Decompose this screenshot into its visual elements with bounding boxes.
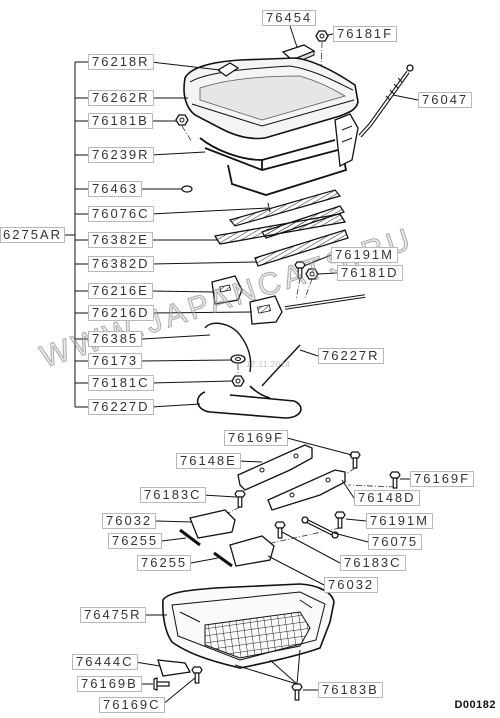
part-76463-grommet: [181, 185, 193, 193]
callout-76216e[interactable]: 76216E: [88, 283, 153, 299]
part-76191m-bolt-lower: [334, 511, 346, 529]
callout-76255-upper[interactable]: 76255: [108, 533, 163, 549]
part-76169b-bolt: [153, 677, 170, 691]
part-76227r-cable: [261, 294, 366, 387]
callout-76181b[interactable]: 76181B: [88, 113, 153, 129]
part-76169f-bolt-right: [389, 471, 401, 489]
callout-76262r[interactable]: 76262R: [88, 90, 154, 106]
callout-76475r[interactable]: 76475R: [80, 607, 146, 623]
callout-76032-upper[interactable]: 76032: [102, 513, 157, 529]
part-76148d-bracket: [267, 469, 346, 511]
group-bracket: [62, 61, 88, 408]
part-76262r-seat-cushion: [183, 57, 359, 140]
callout-76181c[interactable]: 76181C: [88, 375, 154, 391]
callout-76382e[interactable]: 76382E: [88, 232, 153, 248]
callout-76169b[interactable]: 76169B: [77, 676, 142, 692]
part-76181c-nut: [231, 375, 245, 387]
callout-76191m-upper[interactable]: 76191M: [331, 247, 398, 263]
callout-76239r[interactable]: 76239R: [88, 147, 154, 163]
date-stamp: 17.11.2014: [246, 360, 291, 369]
part-76181f-nut: [315, 30, 329, 42]
part-76032-plate-upper: [189, 509, 236, 539]
part-76382d-rail: [254, 229, 349, 267]
part-76444c-bracket: [157, 659, 192, 677]
part-76181d-nut: [305, 268, 319, 280]
part-76475r-tray: [162, 583, 335, 669]
part-76382e-rail: [213, 213, 347, 245]
callout-76183b[interactable]: 76183B: [318, 682, 383, 698]
callout-76148d[interactable]: 76148D: [354, 490, 420, 506]
callout-76032-lower[interactable]: 76032: [324, 577, 379, 593]
callout-76169f-right[interactable]: 76169F: [410, 471, 475, 487]
callout-76216d[interactable]: 76216D: [88, 305, 154, 321]
part-76227d-cable: [196, 385, 302, 419]
diagram-code: D00182: [454, 699, 496, 711]
part-76191m-bolt-upper: [294, 261, 306, 279]
part-76032-plate-lower: [229, 535, 275, 567]
part-76385-cable: [204, 322, 252, 373]
group-label-6275ar[interactable]: 6275AR: [0, 227, 65, 243]
callout-76173[interactable]: 76173: [88, 353, 143, 369]
callout-76227d[interactable]: 76227D: [88, 399, 154, 415]
part-76183b-bolt: [291, 683, 303, 701]
part-76183c-bolt-lower: [274, 521, 286, 539]
part-76216d-bracket: [249, 295, 283, 325]
callout-76385[interactable]: 76385: [88, 331, 143, 347]
tray-fastener-lines: [234, 649, 301, 685]
part-76173-washer: [230, 354, 246, 364]
part-76148e-bracket: [237, 444, 313, 491]
callout-76255-lower[interactable]: 76255: [137, 555, 192, 571]
part-76255-pin-upper: [179, 528, 201, 547]
part-76047-rod: [358, 64, 414, 138]
callout-76218r[interactable]: 76218R: [88, 54, 154, 70]
callout-76076c[interactable]: 76076C: [88, 206, 154, 222]
callout-76181f[interactable]: 76181F: [333, 26, 398, 42]
callout-76148e[interactable]: 76148E: [176, 453, 241, 469]
part-76239r-seat-frame: [199, 113, 359, 196]
callout-76227r[interactable]: 76227R: [318, 348, 384, 364]
callout-76444c[interactable]: 76444C: [72, 654, 138, 670]
part-76216e-bracket: [211, 275, 243, 305]
part-76181b-nut: [175, 114, 189, 126]
part-76255-pin-lower: [213, 551, 233, 568]
leader-lines: [134, 25, 419, 706]
callout-76183c-lower[interactable]: 76183C: [340, 555, 406, 571]
callout-76047[interactable]: 76047: [418, 92, 473, 108]
callout-76183c-upper[interactable]: 76183C: [140, 487, 206, 503]
callout-76463[interactable]: 76463: [88, 181, 143, 197]
callout-76169c[interactable]: 76169C: [99, 697, 165, 713]
part-76169c-bolt: [191, 666, 203, 684]
part-76183c-bolt-upper: [234, 490, 246, 508]
part-76218r-clip: [216, 62, 240, 77]
callout-76075[interactable]: 76075: [368, 534, 423, 550]
callout-76191m-lower[interactable]: 76191M: [366, 513, 433, 529]
callout-76454[interactable]: 76454: [262, 10, 317, 26]
callout-76382d[interactable]: 76382D: [88, 256, 154, 272]
callout-76181d[interactable]: 76181D: [337, 265, 403, 281]
callout-76169f-upper[interactable]: 76169F: [224, 430, 289, 446]
